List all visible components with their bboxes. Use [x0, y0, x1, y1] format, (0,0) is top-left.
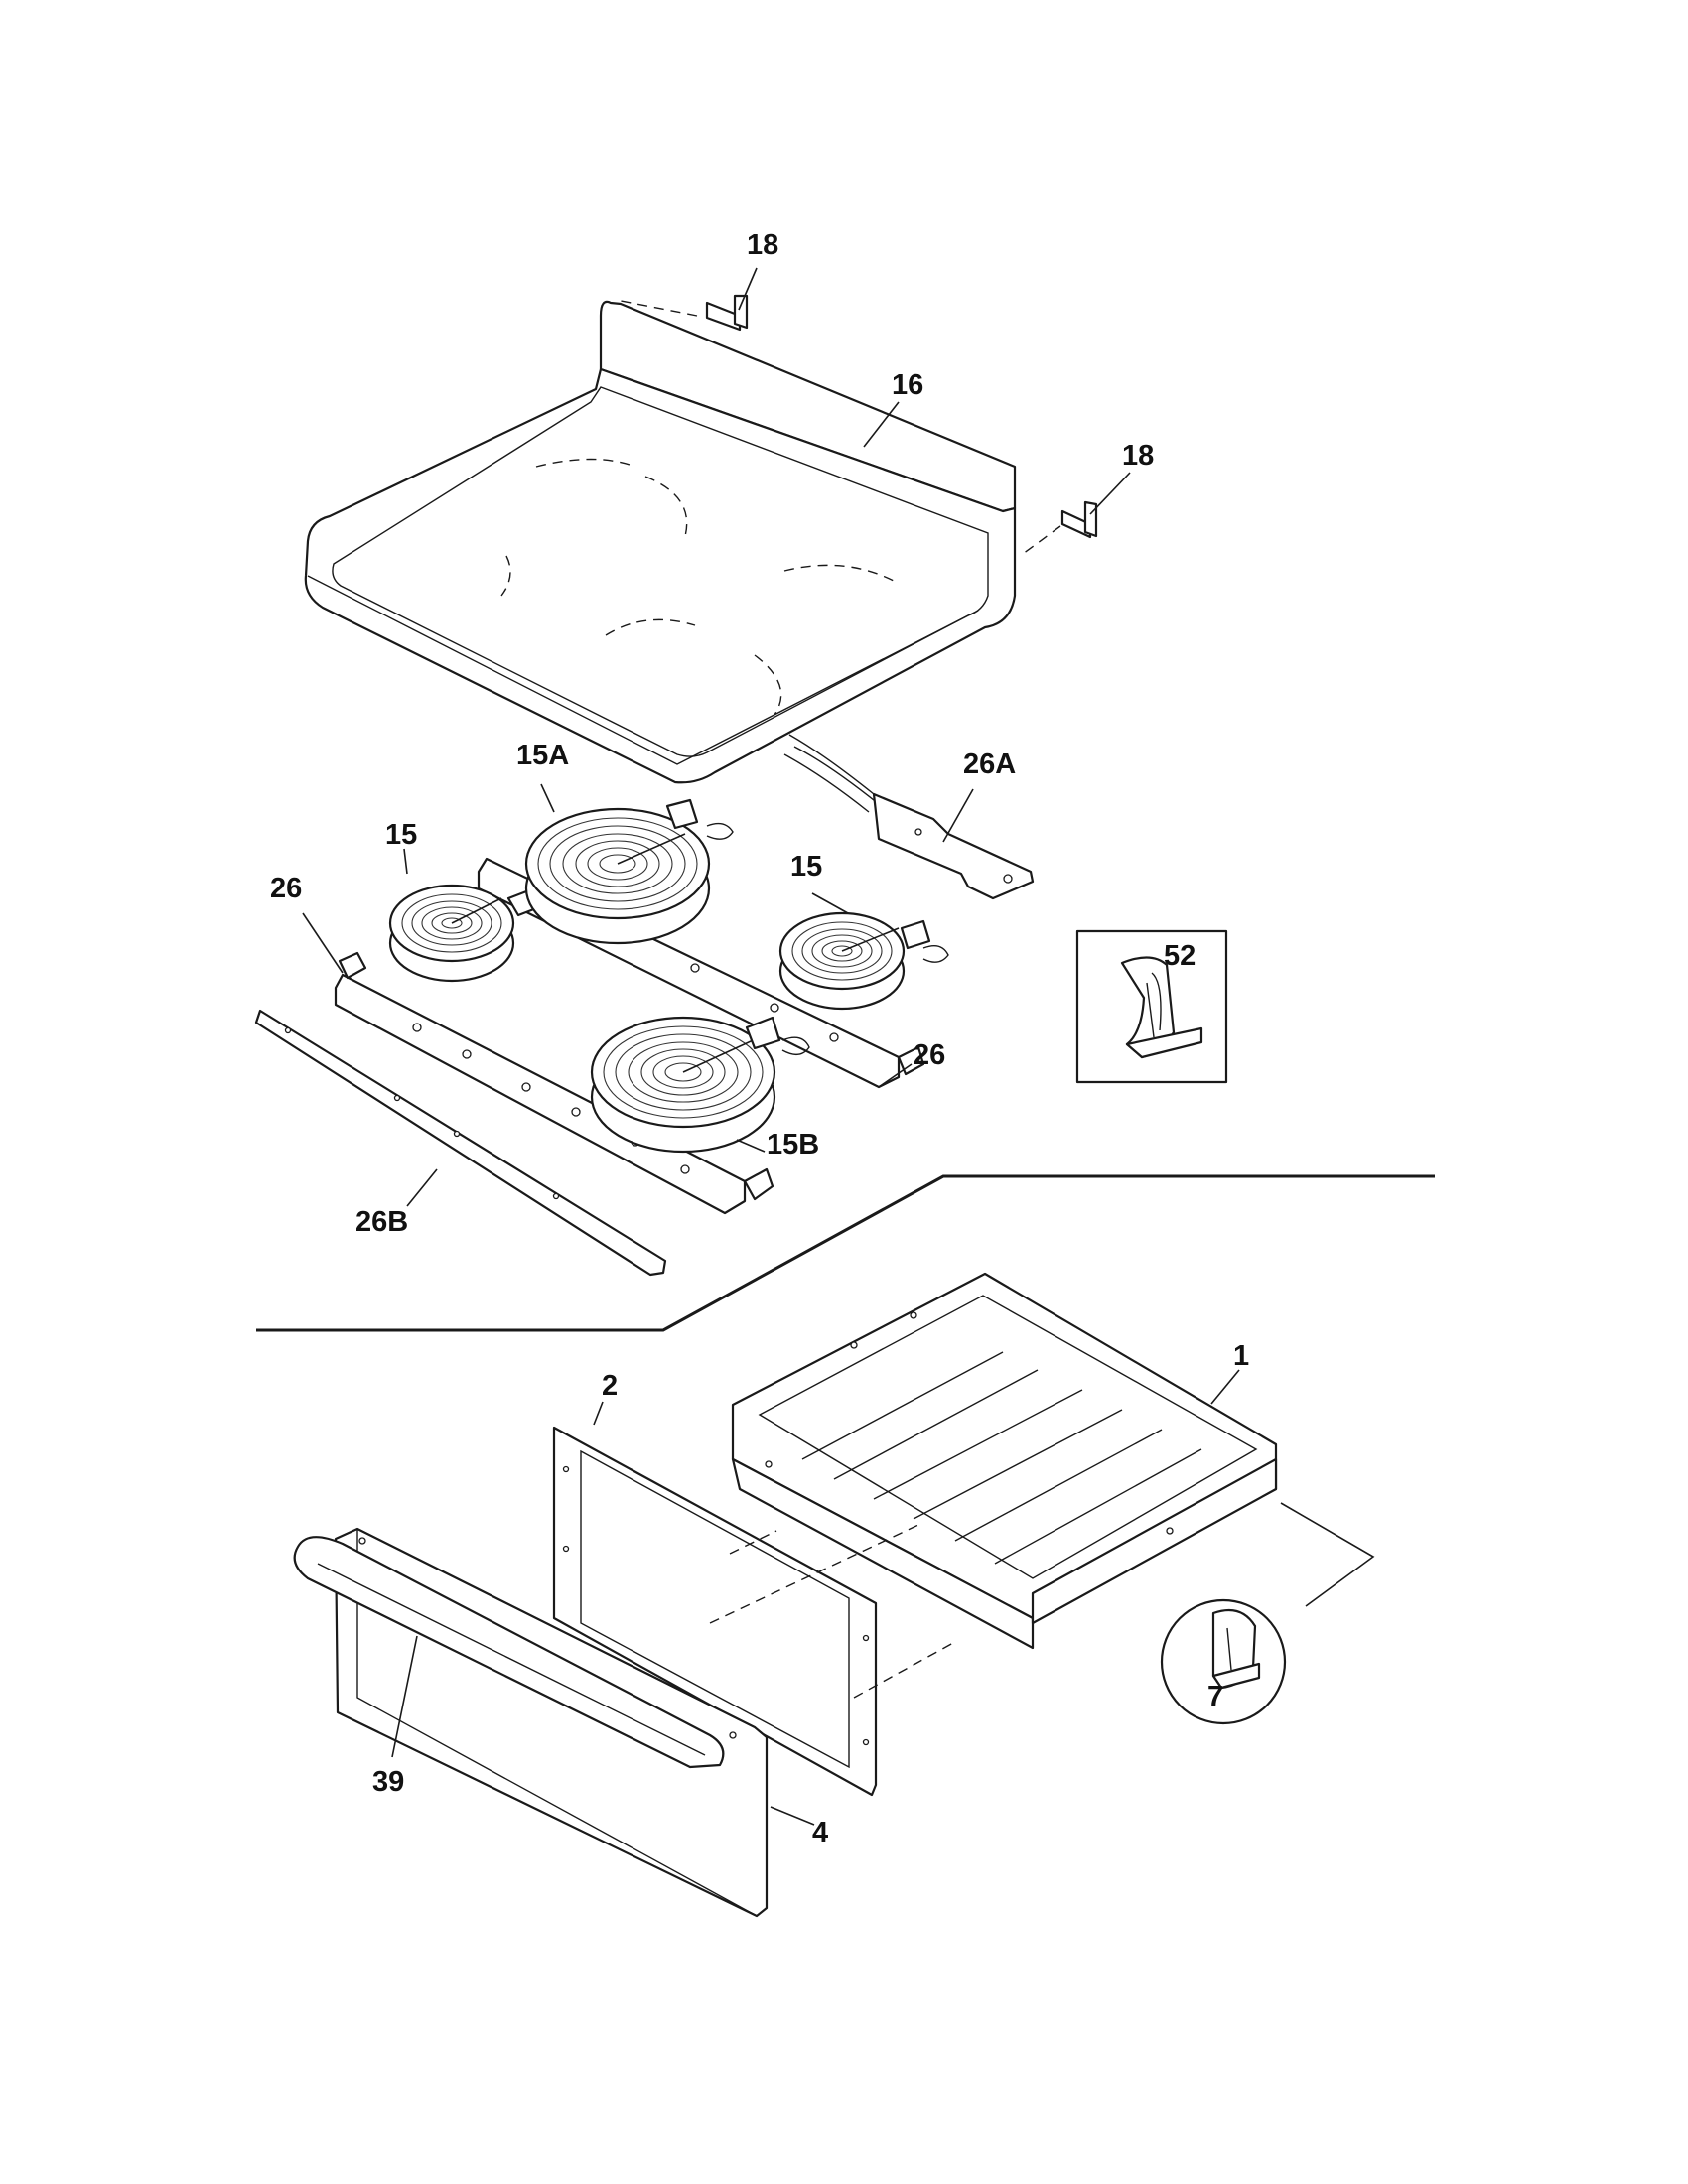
- clip-18-right[interactable]: [1060, 500, 1098, 539]
- callout-18-left: 18: [747, 229, 778, 261]
- callout-18-right: 18: [1122, 440, 1154, 472]
- drawer-glide-7[interactable]: [1160, 1598, 1287, 1725]
- callout-15-left: 15: [385, 819, 417, 851]
- drawer-body-1[interactable]: [731, 1272, 1278, 1650]
- drawer-handle-39[interactable]: [293, 1536, 725, 1769]
- callout-15a: 15A: [516, 740, 569, 771]
- front-trim-26b[interactable]: [254, 1009, 667, 1277]
- callout-39: 39: [372, 1766, 404, 1798]
- callout-15b: 15B: [767, 1129, 819, 1160]
- callout-26-right: 26: [914, 1039, 945, 1071]
- callout-4: 4: [812, 1817, 828, 1848]
- callout-26b: 26B: [355, 1206, 408, 1238]
- cooktop-glass-top[interactable]: [304, 300, 1017, 784]
- callout-7: 7: [1207, 1681, 1223, 1712]
- callout-26-left: 26: [270, 873, 302, 904]
- surface-element-15a[interactable]: [524, 798, 734, 945]
- callout-52: 52: [1164, 940, 1196, 972]
- callout-26a: 26A: [963, 749, 1016, 780]
- drawer-inner-panel-2[interactable]: [552, 1426, 878, 1797]
- inset-box-52[interactable]: [1075, 929, 1228, 1084]
- clip-18-left[interactable]: [705, 294, 749, 332]
- surface-element-15b[interactable]: [590, 1016, 810, 1154]
- surface-element-15-right[interactable]: [778, 911, 949, 1011]
- surface-element-15-left[interactable]: [388, 884, 546, 983]
- callout-15-right: 15: [790, 851, 822, 883]
- section-divider: [256, 1174, 1435, 1332]
- callout-2: 2: [602, 1370, 618, 1402]
- callout-16: 16: [892, 369, 923, 401]
- wire-harness-26a[interactable]: [783, 734, 1035, 900]
- callout-1: 1: [1233, 1340, 1249, 1372]
- element-bracket-26-left[interactable]: [334, 951, 774, 1215]
